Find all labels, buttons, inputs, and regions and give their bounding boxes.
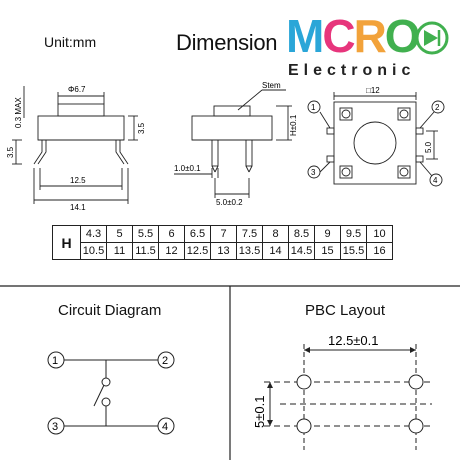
dim-width-14-1: 14.1 [70, 203, 86, 212]
pin-label-2: 2 [435, 103, 440, 112]
diode-icon [415, 21, 449, 55]
height-table-cell: 11.5 [132, 242, 159, 260]
stem-label: Stem [262, 81, 281, 90]
side-view [12, 86, 138, 204]
dim-square: □12 [366, 86, 380, 95]
height-table-cell: 8 [262, 225, 289, 243]
height-table-cell: 8.5 [288, 225, 315, 243]
pin-label-3: 3 [311, 168, 316, 177]
logo-wordmark: MCRO [286, 10, 419, 62]
height-table-cell: 12.5 [184, 242, 211, 260]
height-table-cell: 14.5 [288, 242, 315, 260]
height-table-cell: 13 [210, 242, 237, 260]
unit-label: Unit:mm [44, 34, 97, 50]
top-view [307, 92, 445, 187]
circuit-pin-2: 2 [162, 355, 168, 367]
height-table: H 4.3 5 5.5 6 6.5 7 7.5 8 8.5 9 9.5 10 1… [52, 225, 393, 260]
circuit-diagram: 1 2 3 4 [47, 351, 175, 435]
height-table-cell: 15 [314, 242, 341, 260]
circuit-pin-1: 1 [52, 355, 58, 367]
circuit-pin-4: 4 [162, 421, 168, 433]
dim-pin-width: 1.0±0.1 [174, 164, 201, 173]
dim-width-12-5: 12.5 [70, 176, 86, 185]
dim-h: H±0.1 [289, 114, 298, 136]
height-table-cell: 10 [366, 225, 393, 243]
dim-pin-spacing: 5.0 [424, 141, 433, 153]
circuit-title: Circuit Diagram [58, 302, 162, 319]
height-table-cell: 14 [262, 242, 289, 260]
pcb-layout: 12.5±0.1 5±0.1 [252, 333, 432, 450]
height-table-cell: 5 [106, 225, 133, 243]
height-table-cell: 9.5 [340, 225, 367, 243]
height-table-cell: 5.5 [132, 225, 159, 243]
pcb-title: PBC Layout [305, 302, 386, 319]
logo-subtitle: Electronic [288, 62, 415, 79]
height-table-label: H [52, 225, 81, 260]
dim-height-right: 3.5 [137, 122, 146, 134]
dim-max: 0.3 MAX [14, 97, 23, 128]
front-view [174, 89, 292, 198]
height-table-cell: 10.5 [80, 242, 107, 260]
height-table-cell: 7 [210, 225, 237, 243]
height-table-cell: 15.5 [340, 242, 367, 260]
height-table-cell: 16 [366, 242, 393, 260]
pcb-width-dim: 12.5±0.1 [328, 333, 379, 348]
height-table-cell: 11 [106, 242, 133, 260]
height-table-cell: 7.5 [236, 225, 263, 243]
height-table-cell: 9 [314, 225, 341, 243]
dim-height-left: 3.5 [6, 146, 15, 158]
height-table-cell: 12 [158, 242, 185, 260]
dim-pin-pitch: 5.0±0.2 [216, 198, 243, 207]
height-table-cell: 13.5 [236, 242, 263, 260]
height-table-cell: 4.3 [80, 225, 107, 243]
circuit-pin-3: 3 [52, 421, 58, 433]
dimension-title: Dimension [176, 30, 278, 55]
brand-logo: MCRO Electronic [286, 10, 449, 79]
pin-label-1: 1 [311, 103, 316, 112]
height-table-cell: 6 [158, 225, 185, 243]
dim-diameter: Φ6.7 [68, 85, 86, 94]
pin-label-4: 4 [433, 176, 438, 185]
pcb-height-dim: 5±0.1 [252, 396, 267, 428]
height-table-cell: 6.5 [184, 225, 211, 243]
